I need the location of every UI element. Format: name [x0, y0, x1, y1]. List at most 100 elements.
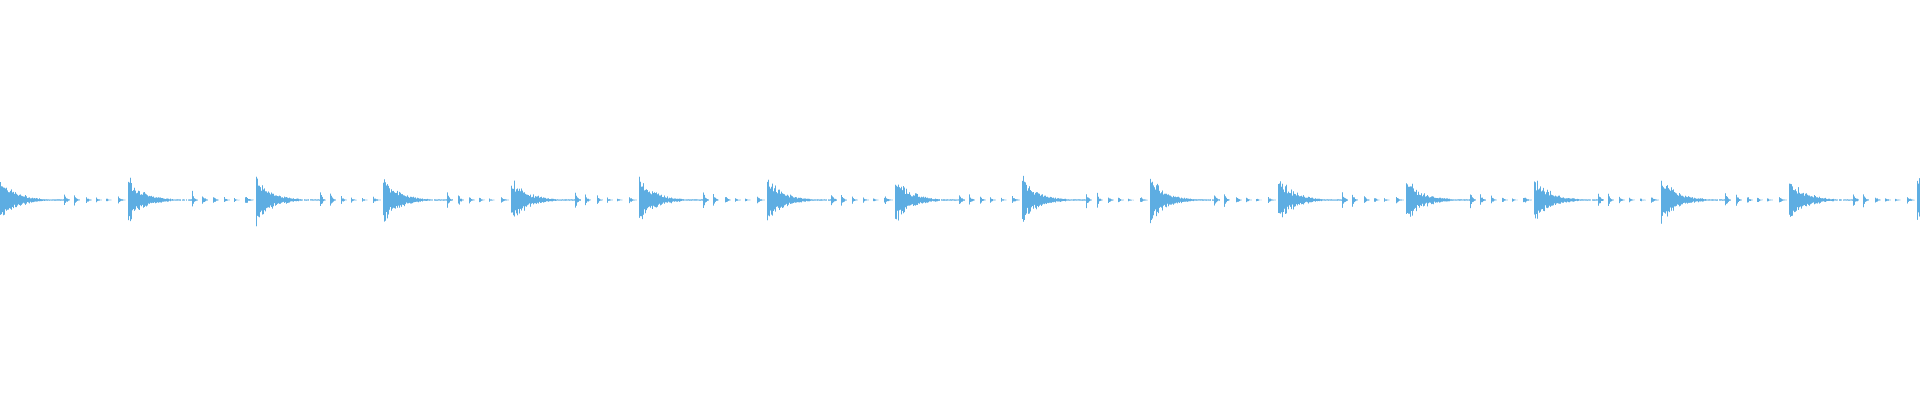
waveform-pre-hit — [629, 197, 637, 204]
waveform-pre-hit — [757, 196, 765, 204]
waveform-ghost-hit — [745, 198, 751, 202]
waveform-main-hit — [1406, 183, 1471, 217]
waveform-ghost-hit — [617, 198, 623, 202]
waveform-ghost-hit — [713, 194, 719, 206]
waveform-ghost-hit — [597, 195, 603, 204]
waveform-ghost-hit — [585, 194, 591, 206]
waveform-main-hit — [1278, 181, 1343, 218]
waveform-main-hit — [383, 179, 448, 222]
waveform-ghost-hit — [1491, 195, 1497, 204]
waveform-ghost-hit — [330, 193, 336, 206]
waveform-ghost-hit — [703, 192, 709, 208]
waveform-ghost-hit — [489, 198, 495, 202]
waveform-ghost-hit — [1470, 194, 1476, 209]
waveform-pre-hit — [1268, 197, 1276, 203]
waveform-pre-hit — [1907, 197, 1915, 204]
waveform-ghost-hit — [959, 195, 965, 204]
waveform-ghost-hit — [351, 197, 357, 203]
waveform-ghost-hit — [1118, 197, 1124, 203]
waveform-ghost-hit — [1128, 198, 1134, 202]
waveform-ghost-hit — [447, 192, 453, 208]
waveform-main-hit — [1022, 175, 1087, 222]
waveform-ghost-hit — [64, 194, 70, 205]
waveform-ghost-hit — [1108, 197, 1114, 203]
waveform-ghost-hit — [1640, 198, 1646, 202]
waveform-main-hit — [1917, 178, 1920, 220]
waveform-ghost-hit — [1875, 197, 1881, 203]
waveform-ghost-hit — [213, 197, 219, 203]
waveform-ghost-hit — [575, 192, 581, 208]
waveform-ghost-hit — [106, 198, 112, 202]
waveform-ghost-hit — [1512, 198, 1518, 202]
waveform-ghost-hit — [969, 194, 975, 205]
waveform-ghost-hit — [1236, 197, 1242, 203]
waveform-pre-hit — [501, 197, 509, 203]
waveform-pre-hit — [885, 196, 893, 204]
waveform-ghost-hit — [735, 198, 741, 202]
waveform-main-hit — [0, 182, 65, 216]
waveform-ghost-hit — [320, 192, 326, 206]
waveform-main-hit — [256, 176, 321, 227]
waveform-ghost-hit — [1086, 194, 1092, 209]
waveform-main-hit — [767, 179, 832, 221]
waveform-ghost-hit — [1853, 194, 1859, 206]
waveform-ghost-hit — [841, 195, 847, 206]
waveform-ghost-hit — [1480, 194, 1486, 205]
waveform-main-hit — [1534, 180, 1599, 219]
waveform-main-hit — [639, 176, 704, 220]
waveform-ghost-hit — [990, 197, 996, 203]
waveform-ghost-hit — [1885, 198, 1891, 202]
waveform-ghost-hit — [1736, 194, 1742, 206]
waveform-ghost-hit — [224, 197, 230, 202]
waveform-main-hit — [511, 180, 576, 217]
waveform-ghost-hit — [1608, 193, 1614, 206]
waveform-ghost-hit — [863, 197, 869, 203]
waveform-ghost-hit — [362, 198, 368, 202]
waveform-ghost-hit — [1863, 194, 1869, 208]
waveform-ghost-hit — [1364, 196, 1370, 203]
waveform-ghost-hit — [1629, 197, 1635, 203]
waveform-ghost-hit — [96, 197, 102, 203]
waveform-ghost-hit — [1619, 196, 1625, 204]
waveform-main-hit — [128, 177, 193, 222]
waveform-ghost-hit — [1352, 194, 1358, 207]
waveform-ghost-hit — [202, 196, 208, 204]
waveform-ghost-hit — [86, 197, 92, 203]
waveform-ghost-hit — [458, 195, 464, 205]
waveform-pre-hit — [1140, 197, 1148, 202]
waveform-main-hit — [1789, 183, 1854, 217]
waveform-ghost-hit — [1895, 198, 1901, 202]
waveform-ghost-hit — [831, 195, 837, 206]
waveform-ghost-hit — [74, 195, 80, 206]
waveform-ghost-hit — [192, 190, 198, 207]
waveform-ghost-hit — [852, 196, 858, 204]
waveform-main-hit — [895, 184, 960, 221]
waveform-ghost-hit — [1598, 193, 1604, 206]
waveform-pre-hit — [118, 196, 126, 204]
waveform-ghost-hit — [1246, 197, 1252, 203]
waveform-pre-hit — [1524, 197, 1532, 203]
waveform-ghost-hit — [1747, 197, 1753, 203]
waveform-ghost-hit — [1256, 198, 1262, 202]
waveform-ghost-hit — [1757, 197, 1763, 202]
waveform-pre-hit — [1651, 197, 1659, 203]
waveform-ghost-hit — [607, 197, 613, 203]
waveform-ghost-hit — [469, 197, 475, 204]
waveform-main-hit — [1150, 178, 1215, 224]
waveform-ghost-hit — [1374, 198, 1380, 202]
waveform-pre-hit — [373, 196, 381, 203]
waveform-ghost-hit — [341, 196, 347, 204]
waveform-ghost-hit — [980, 196, 986, 204]
waveform-ghost-hit — [1097, 192, 1103, 208]
waveform-ghost-hit — [1214, 195, 1220, 206]
waveform-ghost-hit — [1502, 197, 1508, 202]
waveform-pre-hit — [1779, 197, 1787, 203]
waveform-ghost-hit — [1342, 192, 1348, 208]
waveform-main-hit — [1661, 180, 1726, 224]
waveform-pre-hit — [246, 197, 254, 203]
waveform-ghost-hit — [873, 198, 879, 202]
waveform-pre-hit — [1396, 197, 1404, 204]
waveform-ghost-hit — [725, 197, 731, 203]
waveform-pre-hit — [1012, 196, 1020, 203]
